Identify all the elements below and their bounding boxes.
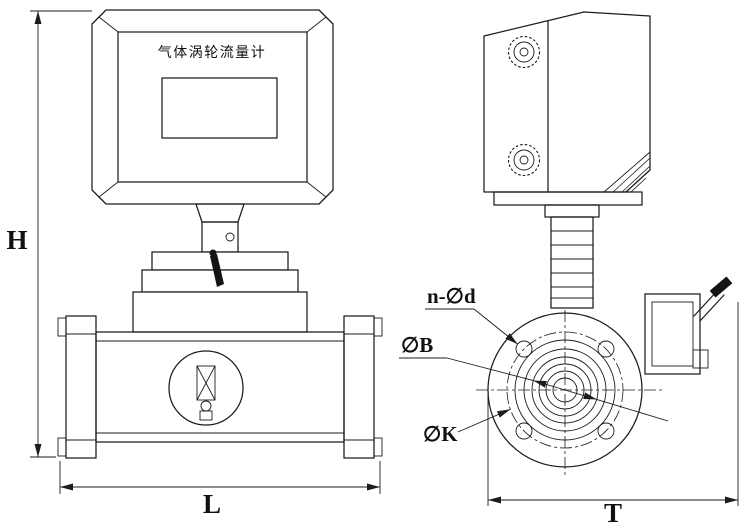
bolt-hole bbox=[515, 340, 533, 358]
cable-gland-knob-top bbox=[507, 35, 541, 69]
label-bore-diameter: ∅B bbox=[399, 333, 669, 422]
dim-label-L: L bbox=[203, 489, 221, 519]
cable-gland-knob-bottom bbox=[507, 143, 541, 177]
right-flange bbox=[343, 315, 383, 459]
label-bolt-circle: ∅K bbox=[423, 408, 511, 446]
dim-label-T: T bbox=[604, 498, 622, 528]
handle-lever bbox=[209, 249, 224, 287]
dim-label-H: H bbox=[6, 225, 27, 255]
side-view bbox=[476, 11, 733, 478]
head-side bbox=[483, 11, 651, 206]
display-window bbox=[161, 77, 278, 139]
turbine-indicator bbox=[168, 350, 244, 426]
bracket-and-handle bbox=[644, 276, 733, 375]
neck-stem bbox=[195, 203, 245, 253]
bolt-hole bbox=[597, 422, 615, 440]
body-block bbox=[132, 251, 308, 333]
leader-label-bore: ∅B bbox=[401, 333, 433, 357]
dim-height: H bbox=[6, 10, 92, 458]
leader-label-bolt-holes: n-∅d bbox=[427, 284, 476, 308]
bolt-circle bbox=[506, 331, 624, 449]
display-head: 气体涡轮流量计 bbox=[91, 9, 334, 205]
bolt-hole bbox=[597, 340, 615, 358]
flange-face bbox=[476, 310, 664, 478]
bolt-hole bbox=[515, 422, 533, 440]
dim-length: L bbox=[59, 461, 381, 519]
dim-depth: T bbox=[487, 302, 739, 528]
label-bolt-holes: n-∅d bbox=[425, 284, 518, 345]
front-view: 气体涡轮流量计 bbox=[57, 9, 383, 459]
leader-label-bolt-circle: ∅K bbox=[423, 422, 458, 446]
neck-side bbox=[544, 204, 600, 309]
left-flange bbox=[57, 315, 97, 459]
device-title: 气体涡轮流量计 bbox=[158, 44, 267, 60]
valve-handle-grip bbox=[709, 276, 733, 298]
